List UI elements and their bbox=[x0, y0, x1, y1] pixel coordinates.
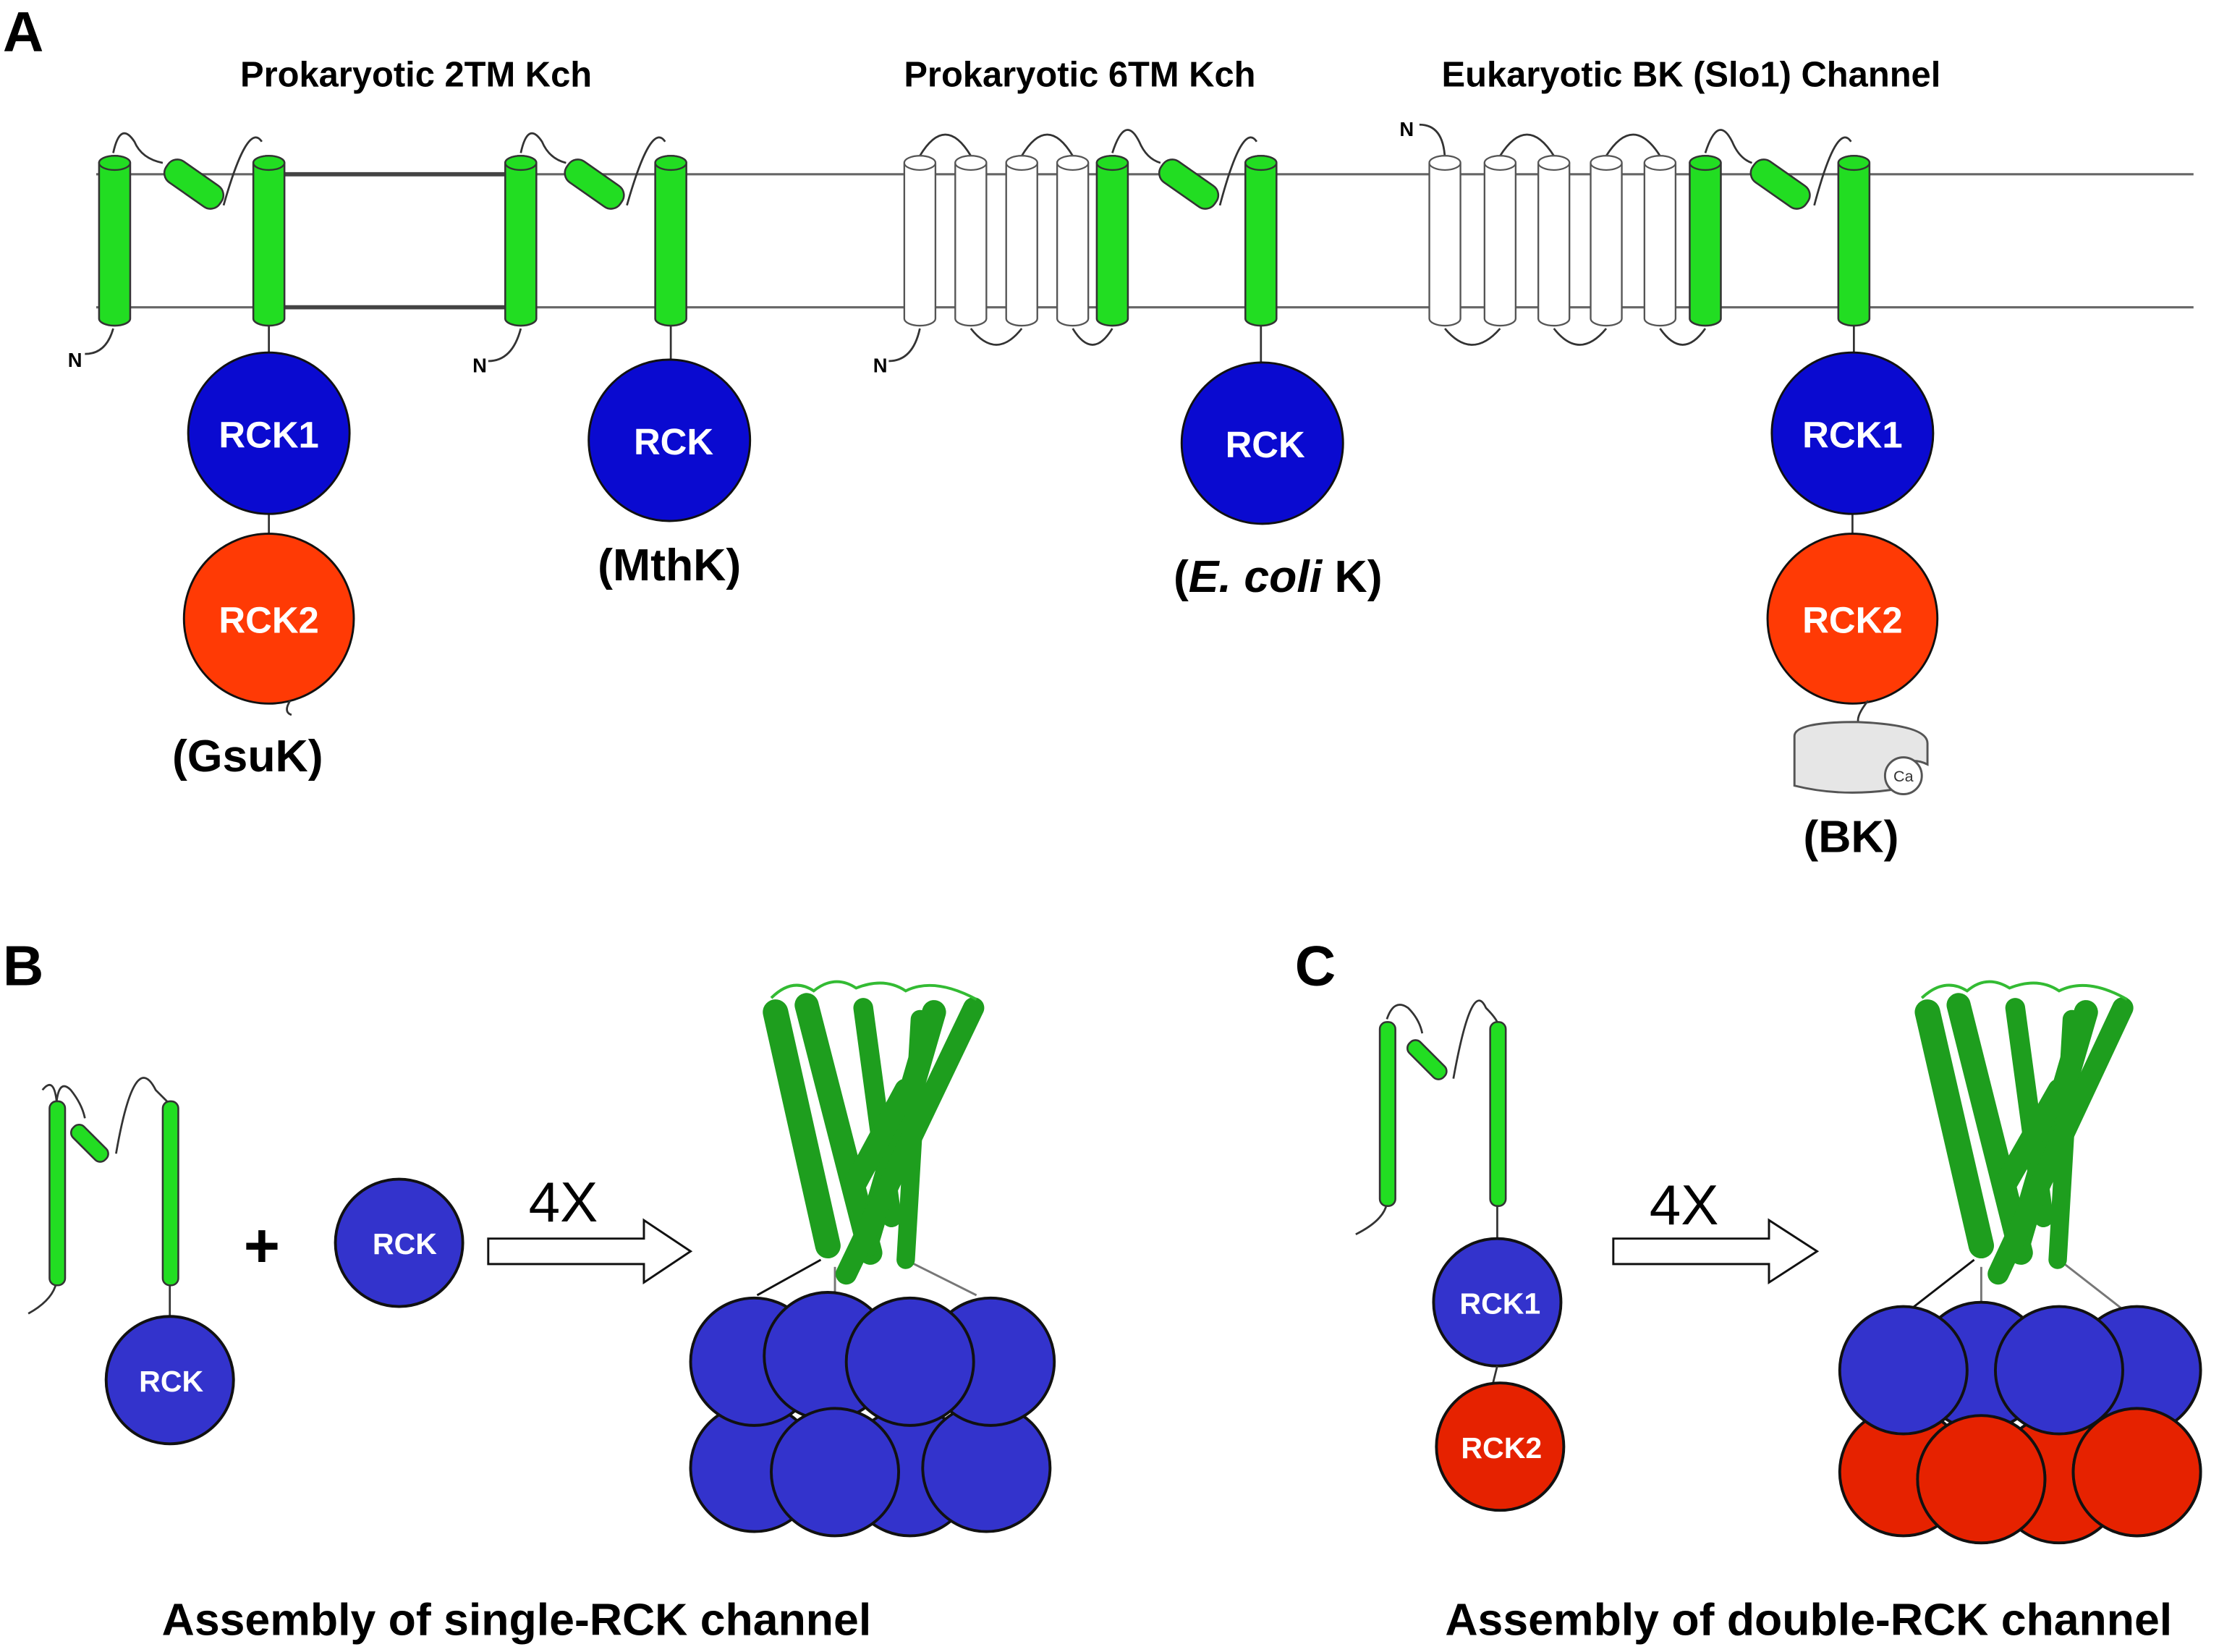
bk-label: (BK) bbox=[1803, 812, 1898, 863]
rck1-label: RCK1 bbox=[218, 414, 318, 455]
tm-structure bbox=[1909, 980, 2134, 1310]
rck2-label: RCK2 bbox=[1461, 1431, 1542, 1465]
rck-domain-free bbox=[334, 1177, 464, 1308]
rck2-label: RCK2 bbox=[1802, 600, 1902, 641]
panel-c: C RCK1 RCK2 4X bbox=[1295, 934, 2202, 1645]
ecoli-topology: N RCK (E. coli K) bbox=[873, 129, 1383, 602]
mthk-topology: N RCK (MthK) bbox=[472, 132, 752, 590]
panel-b-caption: Assembly of single-RCK channel bbox=[162, 1594, 872, 1645]
rck-label: RCK bbox=[373, 1227, 437, 1261]
rck-domain bbox=[587, 358, 752, 522]
double-rck-subunit: RCK1 RCK2 bbox=[1355, 999, 1566, 1512]
header-6tm: Prokaryotic 6TM Kch bbox=[904, 55, 1255, 94]
assembly-arrow bbox=[1612, 1218, 1820, 1285]
rck-label: RCK bbox=[1226, 424, 1305, 465]
ecoli-label: (E. coli K) bbox=[1174, 551, 1383, 602]
rck2-label: RCK2 bbox=[218, 600, 318, 641]
rck1-label: RCK1 bbox=[1459, 1287, 1540, 1320]
panel-a-letter: A bbox=[3, 0, 43, 64]
assembly-arrow bbox=[487, 1218, 693, 1285]
gsuk-label: (GsuK) bbox=[172, 731, 323, 781]
rck2-domain bbox=[1435, 1381, 1566, 1512]
panel-a: A Prokaryotic 2TM Kch Prokaryotic 6TM Kc… bbox=[3, 0, 2194, 863]
panel-b-letter: B bbox=[3, 934, 43, 998]
double-rck-assembly bbox=[1838, 980, 2202, 1545]
calcium-ion bbox=[1883, 756, 1923, 795]
n-terminus-label: N bbox=[873, 355, 888, 377]
single-rck-assembly bbox=[689, 980, 1056, 1538]
rck-domain bbox=[1180, 361, 1344, 525]
mthk-label: (MthK) bbox=[598, 540, 741, 590]
rck-label: RCK bbox=[139, 1365, 203, 1398]
panel-c-letter: C bbox=[1295, 934, 1336, 998]
panel-b: B RCK + RCK 4X bbox=[3, 934, 1056, 1645]
n-terminus-label: N bbox=[1399, 118, 1414, 140]
rck1-domain bbox=[1770, 351, 1935, 515]
rck2-domain bbox=[182, 533, 355, 705]
rck2-domain bbox=[1766, 533, 1939, 705]
rck-domain bbox=[104, 1315, 235, 1446]
multiplier-label: 4X bbox=[1650, 1173, 1719, 1237]
calcium-label: Ca bbox=[1893, 768, 1914, 785]
plus-sign: + bbox=[244, 1211, 280, 1281]
bk-topology: N RCK1 RCK2 Ca (BK) bbox=[1399, 118, 1939, 863]
rck-label: RCK bbox=[634, 421, 713, 462]
multiplier-label: 4X bbox=[529, 1170, 598, 1234]
single-rck-subunit: RCK bbox=[27, 1077, 235, 1446]
header-bk: Eukaryotic BK (Slo1) Channel bbox=[1442, 55, 1941, 94]
header-2tm: Prokaryotic 2TM Kch bbox=[240, 55, 592, 94]
n-terminus-label: N bbox=[472, 355, 487, 377]
n-terminus-label: N bbox=[68, 349, 82, 371]
gsuk-topology: N RCK1 RCK2 (GsuK) bbox=[68, 132, 355, 781]
rck1-domain bbox=[187, 351, 351, 515]
panel-c-caption: Assembly of double-RCK channel bbox=[1445, 1594, 2172, 1645]
tm-structure bbox=[756, 980, 985, 1297]
rck1-label: RCK1 bbox=[1802, 414, 1902, 455]
